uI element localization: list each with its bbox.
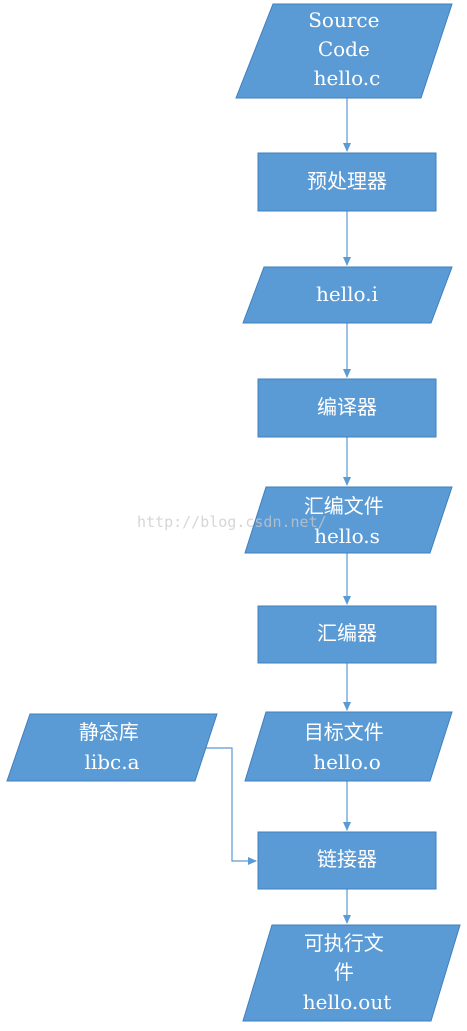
compiler-label: 编译器 [317,395,377,419]
watermark: http://blog.csdn.net/ [137,513,327,531]
object-file-node [244,711,453,782]
connectors [201,98,351,924]
linker-node [257,831,437,890]
hello-i-label: hello.i [316,282,378,306]
object-file-label: 目标文件 hello.o [304,720,390,774]
asm-file-node [244,486,453,554]
asm-file-label: 汇编文件 hello.s [304,494,390,548]
labels: Source Code hello.c 预处理器 hello.i 编译器 汇编文… [79,8,391,1014]
shapes [6,3,461,1022]
source-code-node [235,3,453,99]
edge-static-lib-to-linker [201,747,257,865]
source-label: Source Code hello.c [308,8,386,90]
compiler-node [257,378,437,438]
executable-node [242,924,461,1022]
preprocessor-node [257,152,437,212]
preprocessor-label: 预处理器 [307,169,387,193]
assembler-node [257,605,437,664]
static-lib-label: 静态库 libc.a [79,720,145,774]
static-lib-node [6,713,218,782]
executable-label: 可执行文 件 hello.out [303,931,392,1014]
hello-i-node [242,266,453,324]
assembler-label: 汇编器 [317,621,377,645]
linker-label: 链接器 [317,847,377,871]
